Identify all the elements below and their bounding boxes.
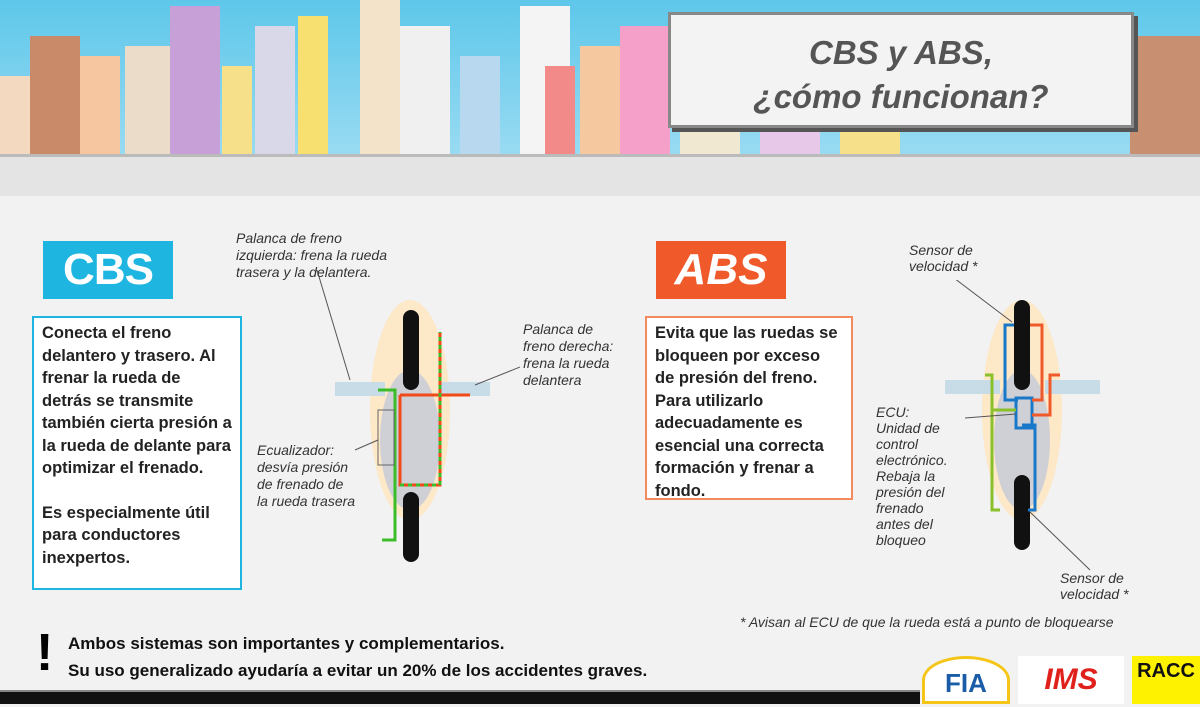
abs-motorcycle-diagram bbox=[945, 280, 1100, 571]
label-left-lever: Palanca de freno izquierda: frena la rue… bbox=[236, 230, 387, 280]
cbs-description-box: Conecta el freno delantero y trasero. Al… bbox=[32, 316, 242, 590]
title-card: CBS y ABS, ¿cómo funcionan? bbox=[668, 12, 1134, 128]
label-sensor-top: Sensor de velocidad * bbox=[909, 242, 978, 274]
title-line2: ¿cómo funcionan? bbox=[753, 78, 1049, 115]
road bbox=[0, 154, 1200, 196]
label-right-lever: Palanca de freno derecha: frena la rueda… bbox=[523, 321, 614, 388]
footer-bar bbox=[0, 690, 920, 704]
warning-line1: Ambos sistemas son importantes y complem… bbox=[68, 634, 505, 653]
fia-logo: FIA bbox=[922, 656, 1010, 704]
cbs-description: Conecta el freno delantero y trasero. Al… bbox=[42, 324, 232, 477]
abs-logo: ABS bbox=[656, 241, 786, 299]
racc-logo: RACC bbox=[1132, 656, 1200, 704]
abs-footnote: * Avisan al ECU de que la rueda está a p… bbox=[740, 614, 1114, 630]
warning-icon: ! bbox=[36, 624, 54, 682]
label-equalizer: Ecualizador: desvía presión de frenado d… bbox=[257, 442, 356, 509]
cbs-logo: CBS bbox=[43, 241, 173, 299]
ims-logo: IMS bbox=[1018, 656, 1124, 704]
cbs-note: Es especialmente útil para conductores i… bbox=[42, 503, 210, 567]
cbs-motorcycle-diagram bbox=[316, 270, 520, 562]
abs-description: Evita que las ruedas se bloqueen por exc… bbox=[655, 324, 838, 500]
label-sensor-bottom: Sensor de velocidad * bbox=[1060, 570, 1129, 602]
warning-text: Ambos sistemas son importantes y complem… bbox=[68, 630, 647, 684]
label-ecu: ECU: Unidad de control electrónico. Reba… bbox=[876, 404, 948, 548]
abs-description-box: Evita que las ruedas se bloqueen por exc… bbox=[645, 316, 853, 500]
title-line1: CBS y ABS, bbox=[809, 34, 993, 71]
warning-line2: Su uso generalizado ayudaría a evitar un… bbox=[68, 661, 648, 680]
